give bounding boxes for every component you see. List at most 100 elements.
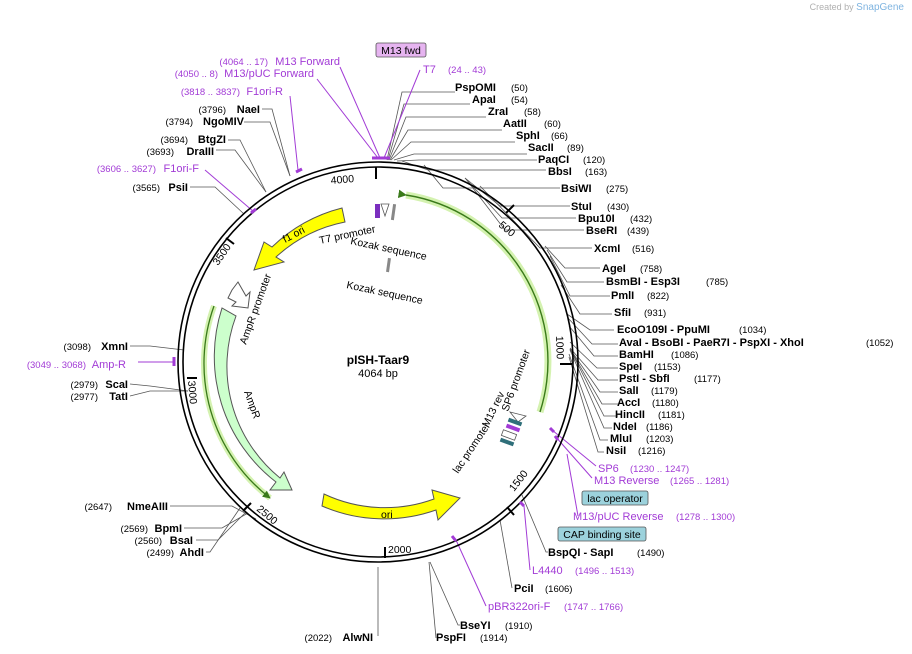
enzyme-pos: (2560) [135, 536, 162, 547]
enzyme-name: AhdI [180, 547, 204, 559]
enzyme-pos: (3794) [166, 117, 193, 128]
enzyme-name: TatI [109, 391, 128, 403]
feature-leader-lines [138, 66, 597, 607]
lac-operator-mark [505, 423, 521, 433]
feat-sp6-range: (1230 .. 1247) [630, 464, 689, 475]
enzyme-name: Bpu10I [578, 213, 615, 225]
enzyme-name: SacII [528, 142, 554, 154]
enzyme-pos: (931) [644, 308, 666, 319]
credit-prefix: Created by [809, 2, 854, 12]
tick-3500: 3500 [211, 242, 234, 268]
insert-arrow [397, 189, 549, 413]
enzyme-name: StuI [571, 201, 592, 213]
enzyme-pos: (1034) [739, 325, 766, 336]
tick-1000: 1000 [553, 336, 566, 360]
ampr-promoter-feature [227, 281, 251, 309]
enzyme-name: BseRI [586, 225, 617, 237]
kozak-label-2: Kozak sequence [345, 279, 424, 307]
feat-sp6-name: SP6 [598, 463, 619, 475]
feat-m13puc-fwd-name: M13/pUC Forward [224, 68, 314, 80]
kozak-mark-2 [386, 257, 391, 273]
t7-arrow-mark [380, 203, 390, 218]
enzyme-pos: (1490) [637, 548, 664, 559]
enzyme-name: BspQI - SapI [548, 547, 613, 559]
feat-m13rev-range: (1265 .. 1281) [670, 476, 729, 487]
enzyme-pos: (3098) [64, 342, 91, 353]
enzyme-name: PsiI [168, 182, 188, 194]
enzyme-name: ScaI [105, 379, 128, 391]
enzyme-name: PspOMI [455, 82, 496, 94]
tick-1500: 1500 [507, 468, 531, 494]
ori-feature [321, 489, 461, 522]
enzyme-name: BsaI [170, 535, 193, 547]
enzyme-name: ZraI [488, 106, 508, 118]
ampr-region-arrow [203, 305, 271, 499]
feat-ampr-name: Amp-R [92, 359, 126, 371]
enzyme-pos: (1216) [638, 446, 665, 457]
enzyme-name: BbsI [548, 166, 572, 178]
enzyme-name: XcmI [594, 243, 620, 255]
enzyme-name: PaqCI [538, 154, 569, 166]
feat-m13puc-rev-name: M13/pUC Reverse [573, 511, 663, 523]
cap-site-box [557, 526, 647, 542]
lac-operator-label: lac operator [587, 493, 643, 505]
enzyme-name: DraIII [186, 146, 214, 158]
enzyme-pos: (1153) [654, 362, 681, 373]
tick-2000: 2000 [388, 544, 412, 556]
enzyme-pos: (2979) [71, 380, 98, 391]
enzyme-name: BsmBI - Esp3I [606, 276, 680, 288]
enzyme-name: SpeI [619, 361, 642, 373]
leader-lines [129, 91, 618, 639]
feat-f1ori-r-range: (3818 .. 3837) [181, 87, 240, 98]
feat-l4440-name: L4440 [532, 565, 563, 577]
ampr-label: AmpR [241, 389, 262, 421]
feat-ampr-range: (3049 .. 3068) [27, 360, 86, 371]
enzyme-pos: (2977) [71, 392, 98, 403]
enzyme-name: NdeI [613, 421, 637, 433]
enzyme-pos: (3693) [147, 147, 174, 158]
enzyme-pos: (2569) [121, 524, 148, 535]
enzyme-name: MluI [610, 433, 632, 445]
enzyme-pos: (1914) [480, 633, 507, 644]
feat-m13puc-fwd-range: (4050 .. 8) [175, 69, 218, 80]
enzyme-pos: (432) [630, 214, 652, 225]
enzyme-name: AgeI [602, 263, 626, 275]
ampr-promoter-label: AmpR promoter [238, 272, 275, 346]
enzyme-labels: PspOMI (50) ApaI (54) ZraI (58) AatII (6… [64, 82, 894, 644]
m13-fwd-label: M13 fwd [381, 45, 421, 57]
feat-m13fwd-range: (4064 .. 17) [219, 57, 268, 68]
enzyme-pos: (1177) [694, 374, 721, 385]
enzyme-name: NmeAIII [127, 501, 168, 513]
enzyme-name: NaeI [237, 104, 260, 116]
kozak-mark-1 [390, 203, 397, 221]
enzyme-name: NsiI [606, 445, 626, 457]
enzyme-pos: (58) [524, 107, 541, 118]
sp6-mark [508, 411, 527, 423]
feat-m13rev-name: M13 Reverse [594, 475, 659, 487]
enzyme-name: SfiI [614, 307, 631, 319]
enzyme-pos: (1186) [646, 422, 673, 433]
enzyme-name: PciI [514, 583, 534, 595]
enzyme-pos: (89) [567, 143, 584, 154]
position-ticks [187, 167, 572, 558]
enzyme-name: AatII [503, 118, 527, 130]
enzyme-name: PmlI [611, 290, 634, 302]
backbone-outer [177, 161, 579, 563]
enzyme-name: PspFI [436, 632, 466, 644]
enzyme-pos: (1052) [866, 338, 893, 349]
cap-site-mark [499, 437, 515, 447]
enzyme-name: BseYI [460, 620, 491, 632]
lac-operator-box [581, 490, 649, 506]
enzyme-name: BamHI [619, 349, 654, 361]
enzyme-pos: (60) [544, 119, 561, 130]
f1-ori-feature [253, 207, 346, 271]
enzyme-pos: (3796) [199, 105, 226, 116]
feat-m13fwd-name: M13 Forward [275, 56, 340, 68]
sp6-promoter-label: SP6 promoter [500, 348, 534, 413]
plasmid-name: pISH-Taar9 [347, 353, 410, 367]
enzyme-name: PstI - SbfI [619, 373, 670, 385]
enzyme-pos: (1086) [671, 350, 698, 361]
enzyme-name: EcoO109I - PpuMI [617, 324, 710, 336]
enzyme-pos: (2499) [147, 548, 174, 559]
ampr-region [201, 304, 272, 501]
